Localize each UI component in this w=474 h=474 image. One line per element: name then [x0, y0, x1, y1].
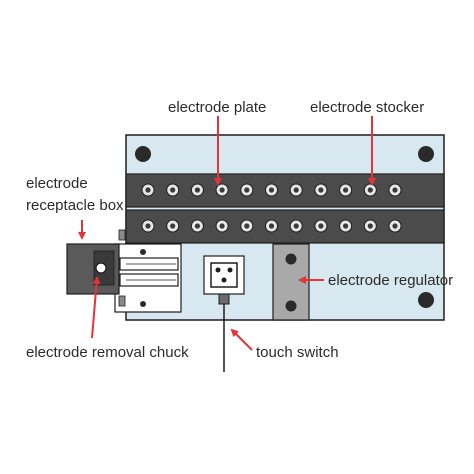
label-electrode-stocker: electrode stocker	[310, 99, 424, 116]
regulator-bolt-bottom	[285, 300, 297, 312]
stocker-hole-center	[268, 187, 275, 193]
chuck-bolt-top	[140, 249, 146, 255]
stocker-hole-center	[145, 187, 151, 193]
label-receptacle-line1: electrode	[26, 175, 88, 192]
stocker-hole-center	[367, 187, 373, 193]
label-touch-switch: touch switch	[256, 344, 339, 361]
stocker-hole-center	[268, 223, 275, 229]
removal-chuck-holder	[95, 262, 107, 274]
label-electrode-plate: electrode plate	[168, 99, 266, 116]
touch-switch-pin-1	[215, 267, 221, 273]
label-electrode-regulator: electrode regulator	[328, 272, 453, 289]
stocker-hole-center	[343, 223, 349, 229]
stocker-hole-center	[194, 223, 200, 229]
touch-switch-socket	[210, 262, 238, 288]
stocker-hole-center	[293, 187, 299, 193]
receptacle-box-clip-bottom	[118, 295, 126, 307]
label-receptacle-line2: receptacle box	[26, 197, 124, 214]
stocker-hole-center	[293, 223, 299, 229]
regulator-bolt-top	[285, 253, 297, 265]
label-removal-chuck: electrode removal chuck	[26, 344, 189, 361]
chuck-bolt-bottom	[140, 301, 146, 307]
touch-switch-pin-2	[227, 267, 233, 273]
callout-arrows	[78, 116, 376, 351]
stocker-hole-center	[367, 223, 373, 229]
stocker-hole-center	[219, 187, 225, 193]
bolt-top-right	[418, 146, 434, 162]
stocker-hole-center	[219, 223, 225, 229]
stocker-hole-center	[194, 187, 200, 193]
arrow-touch-switch	[230, 328, 253, 351]
stocker-hole-center	[244, 187, 250, 193]
stocker-hole-center	[318, 223, 324, 229]
stocker-hole-center	[392, 223, 398, 229]
bolt-top-left	[135, 146, 151, 162]
stocker-hole-center	[145, 223, 151, 229]
stocker-hole-center	[170, 187, 176, 193]
stocker-hole-center	[318, 187, 324, 193]
stocker-hole-center	[170, 223, 176, 229]
receptacle-box-clip-top	[118, 229, 126, 241]
arrow-removal-chuck	[91, 276, 101, 339]
stocker-holes	[141, 183, 402, 233]
touch-switch-plug	[218, 293, 230, 305]
stocker-hole-center	[244, 223, 250, 229]
base-plate-bolts	[135, 146, 434, 308]
bolt-bottom-right	[418, 292, 434, 308]
touch-switch-pin-3	[221, 277, 227, 283]
stocker-hole-center	[343, 187, 349, 193]
stocker-hole-center	[392, 187, 398, 193]
